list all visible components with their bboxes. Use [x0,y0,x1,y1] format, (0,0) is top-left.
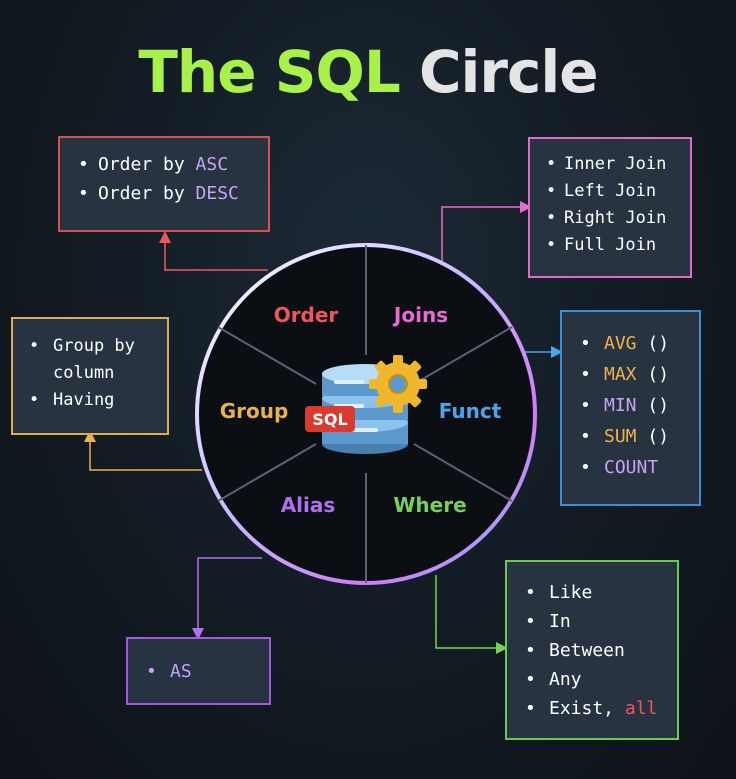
list-item: •AS [146,661,192,682]
list-item: •SUM () [580,426,670,447]
list-item: •MAX () [580,364,670,385]
list-item: •Order by DESC [78,183,239,204]
group-list: •Group by column •Having [29,333,155,414]
order-box: •Order by ASC •Order by DESC [58,136,270,232]
title-part-circle: Circle [399,38,599,106]
where-list: •Like •In •Between •Any •Exist, all [525,578,665,723]
connector-group [84,430,202,471]
title-part-sql: SQL [274,38,401,106]
list-item: •MIN () [580,395,670,416]
list-item: •Left Join [546,181,657,201]
segment-label-funct: Funct [439,399,502,423]
segment-label-where: Where [393,493,466,517]
connector-order [159,231,268,271]
list-item: •COUNT [580,457,659,478]
list-item: •In [525,611,571,632]
alias-box: •AS [126,637,271,705]
list-item: •Right Join [546,208,667,228]
list-item: •Full Join [546,235,657,255]
order-list: •Order by ASC •Order by DESC [78,150,254,208]
funct-list: •AVG () •MAX () •MIN () •SUM () •COUNT [580,328,689,483]
joins-list: •Inner Join •Left Join •Right Join •Full… [546,151,678,259]
segment-label-group: Group [220,399,289,423]
list-item: •Like [525,582,593,603]
list-item: •Inner Join [546,154,667,174]
list-item: •Having [29,390,115,410]
connector-alias [192,557,262,640]
segment-label-order: Order [274,303,339,327]
segment-label-joins: Joins [392,303,448,327]
where-box: •Like •In •Between •Any •Exist, all [505,560,679,740]
connector-where [435,575,508,654]
segment-label-alias: Alias [281,493,336,517]
sql-tag-label: SQL [312,410,347,429]
title-part-the: The [138,38,275,106]
database-gear-icon: SQL [305,355,427,454]
funct-box: •AVG () •MAX () •MIN () •SUM () •COUNT [560,310,701,506]
group-box: •Group by column •Having [11,317,169,435]
list-item: •Group by [29,336,135,356]
list-item: column [53,363,115,383]
list-item: •Between [525,640,625,661]
connector-joins [441,201,532,262]
alias-list: •AS [146,657,255,686]
page-title: The SQL Circle [0,38,736,106]
joins-box: •Inner Join •Left Join •Right Join •Full… [528,137,692,278]
circle-spokes [217,245,513,583]
list-item: •AVG () [580,333,670,354]
list-item: •Any [525,669,582,690]
list-item: •Order by ASC [78,154,229,175]
list-item: •Exist, all [525,698,658,719]
